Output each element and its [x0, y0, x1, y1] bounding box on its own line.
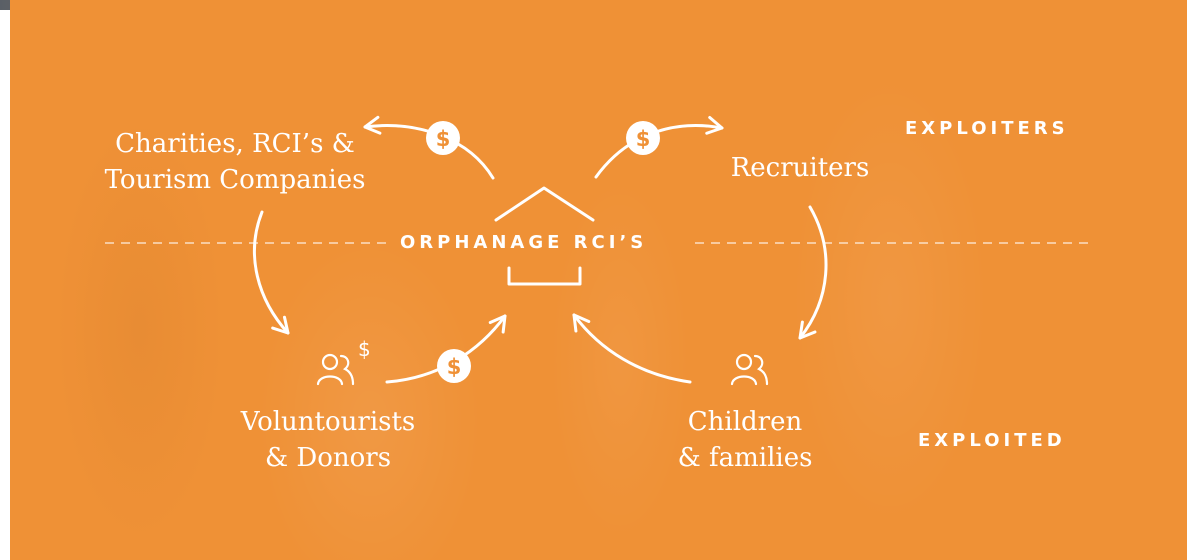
node-children-line1: Children [687, 407, 803, 437]
category-exploiters: EXPLOITERS [905, 118, 1069, 139]
coin-icon: $ [426, 121, 460, 155]
arrow-children-to-orphanage [572, 313, 692, 384]
node-charities-line1: Charities, RCI’s & [115, 129, 355, 159]
arrow-recruiters-to-children [798, 205, 828, 340]
center-label: ORPHANAGE RCI’S [400, 232, 648, 253]
people-icon [730, 353, 769, 386]
category-exploited: EXPLOITED [918, 430, 1066, 451]
coin-icon: $ [437, 349, 471, 383]
svg-text:$: $ [636, 127, 651, 151]
node-voluntourists: Voluntourists & Donors [213, 404, 443, 476]
node-recruiters-line1: Recruiters [730, 153, 870, 183]
house-icon [494, 186, 595, 286]
orange-panel [10, 0, 1187, 560]
node-recruiters: Recruiters [715, 150, 885, 186]
node-voluntourists-line1: Voluntourists [240, 407, 416, 437]
svg-text:$: $ [358, 337, 371, 361]
money-people-icon: $ [316, 337, 371, 386]
node-charities: Charities, RCI’s & Tourism Companies [85, 126, 385, 198]
svg-text:$: $ [436, 127, 451, 151]
node-voluntourists-line2: & Donors [264, 443, 392, 473]
coin-icon: $ [626, 121, 660, 155]
arrow-charities-to-voluntourists [253, 210, 290, 335]
node-children: Children & families [665, 404, 825, 476]
node-children-line2: & families [677, 443, 813, 473]
svg-text:$: $ [447, 355, 462, 379]
node-charities-line2: Tourism Companies [104, 165, 366, 195]
